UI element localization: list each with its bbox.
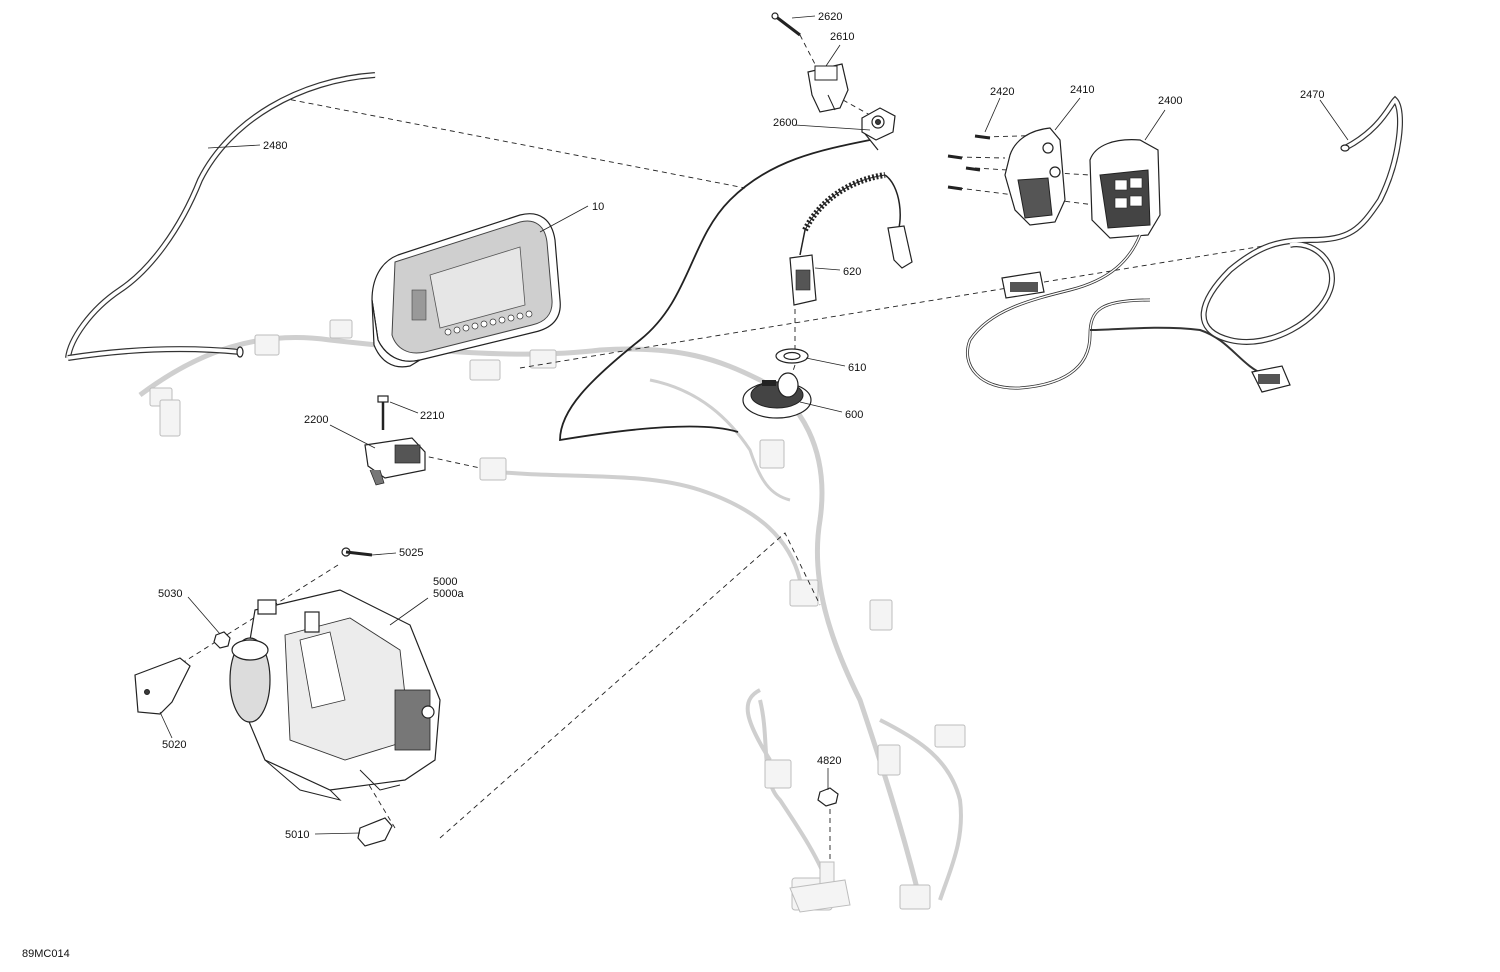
nut-5030	[213, 631, 231, 649]
main-wiring-harness	[138, 319, 966, 911]
bracket-5020	[134, 657, 191, 715]
nut-4820	[817, 787, 839, 807]
callout-600: 600	[845, 409, 863, 421]
callout-10: 10	[592, 201, 604, 213]
callout-2410: 2410	[1070, 84, 1094, 96]
callout-2210: 2210	[420, 410, 444, 422]
screw-2210	[377, 395, 389, 430]
switch-harness	[966, 234, 1291, 393]
screws-2420	[947, 134, 991, 191]
leader-lines	[159, 15, 1349, 835]
callout-2470: 2470	[1300, 89, 1324, 101]
callout-2620: 2620	[818, 11, 842, 23]
callout-labels: 2620 2610 2600 2480 10 620 610 600 2420 …	[158, 11, 1324, 841]
ring-610	[775, 348, 809, 364]
callout-5000a: 5000a	[433, 588, 464, 600]
clip-5010	[357, 817, 393, 847]
screw-2620	[771, 12, 801, 37]
callout-2480: 2480	[263, 140, 287, 152]
switch-2600	[861, 107, 896, 141]
callout-5025: 5025	[399, 547, 423, 559]
tether-coil-620	[789, 172, 913, 306]
sensor-2200	[364, 437, 426, 486]
tube-2470	[1200, 95, 1403, 345]
ecu-5000	[229, 589, 441, 801]
callout-5020: 5020	[162, 739, 186, 751]
callout-5000: 5000	[433, 576, 457, 588]
callout-4820: 4820	[817, 755, 841, 767]
tube-2480	[65, 72, 376, 361]
switch-housing-2410	[1004, 127, 1066, 226]
callout-2600: 2600	[773, 117, 797, 129]
callout-2400: 2400	[1158, 95, 1182, 107]
cable-2600	[559, 129, 879, 442]
bracket-2610	[807, 63, 849, 113]
gauge-cluster-10	[371, 213, 561, 368]
switch-cover-2400	[1089, 139, 1161, 239]
callout-2420: 2420	[990, 86, 1014, 98]
callout-2200: 2200	[304, 414, 328, 426]
solenoid	[789, 861, 851, 913]
callout-2610: 2610	[830, 31, 854, 43]
key-switch-600	[742, 372, 812, 419]
callout-620: 620	[843, 266, 861, 278]
callout-5030: 5030	[158, 588, 182, 600]
callout-5010: 5010	[285, 829, 309, 841]
reference-code: 89MC014	[22, 948, 70, 960]
callout-610: 610	[848, 362, 866, 374]
screw-5025	[341, 547, 373, 557]
